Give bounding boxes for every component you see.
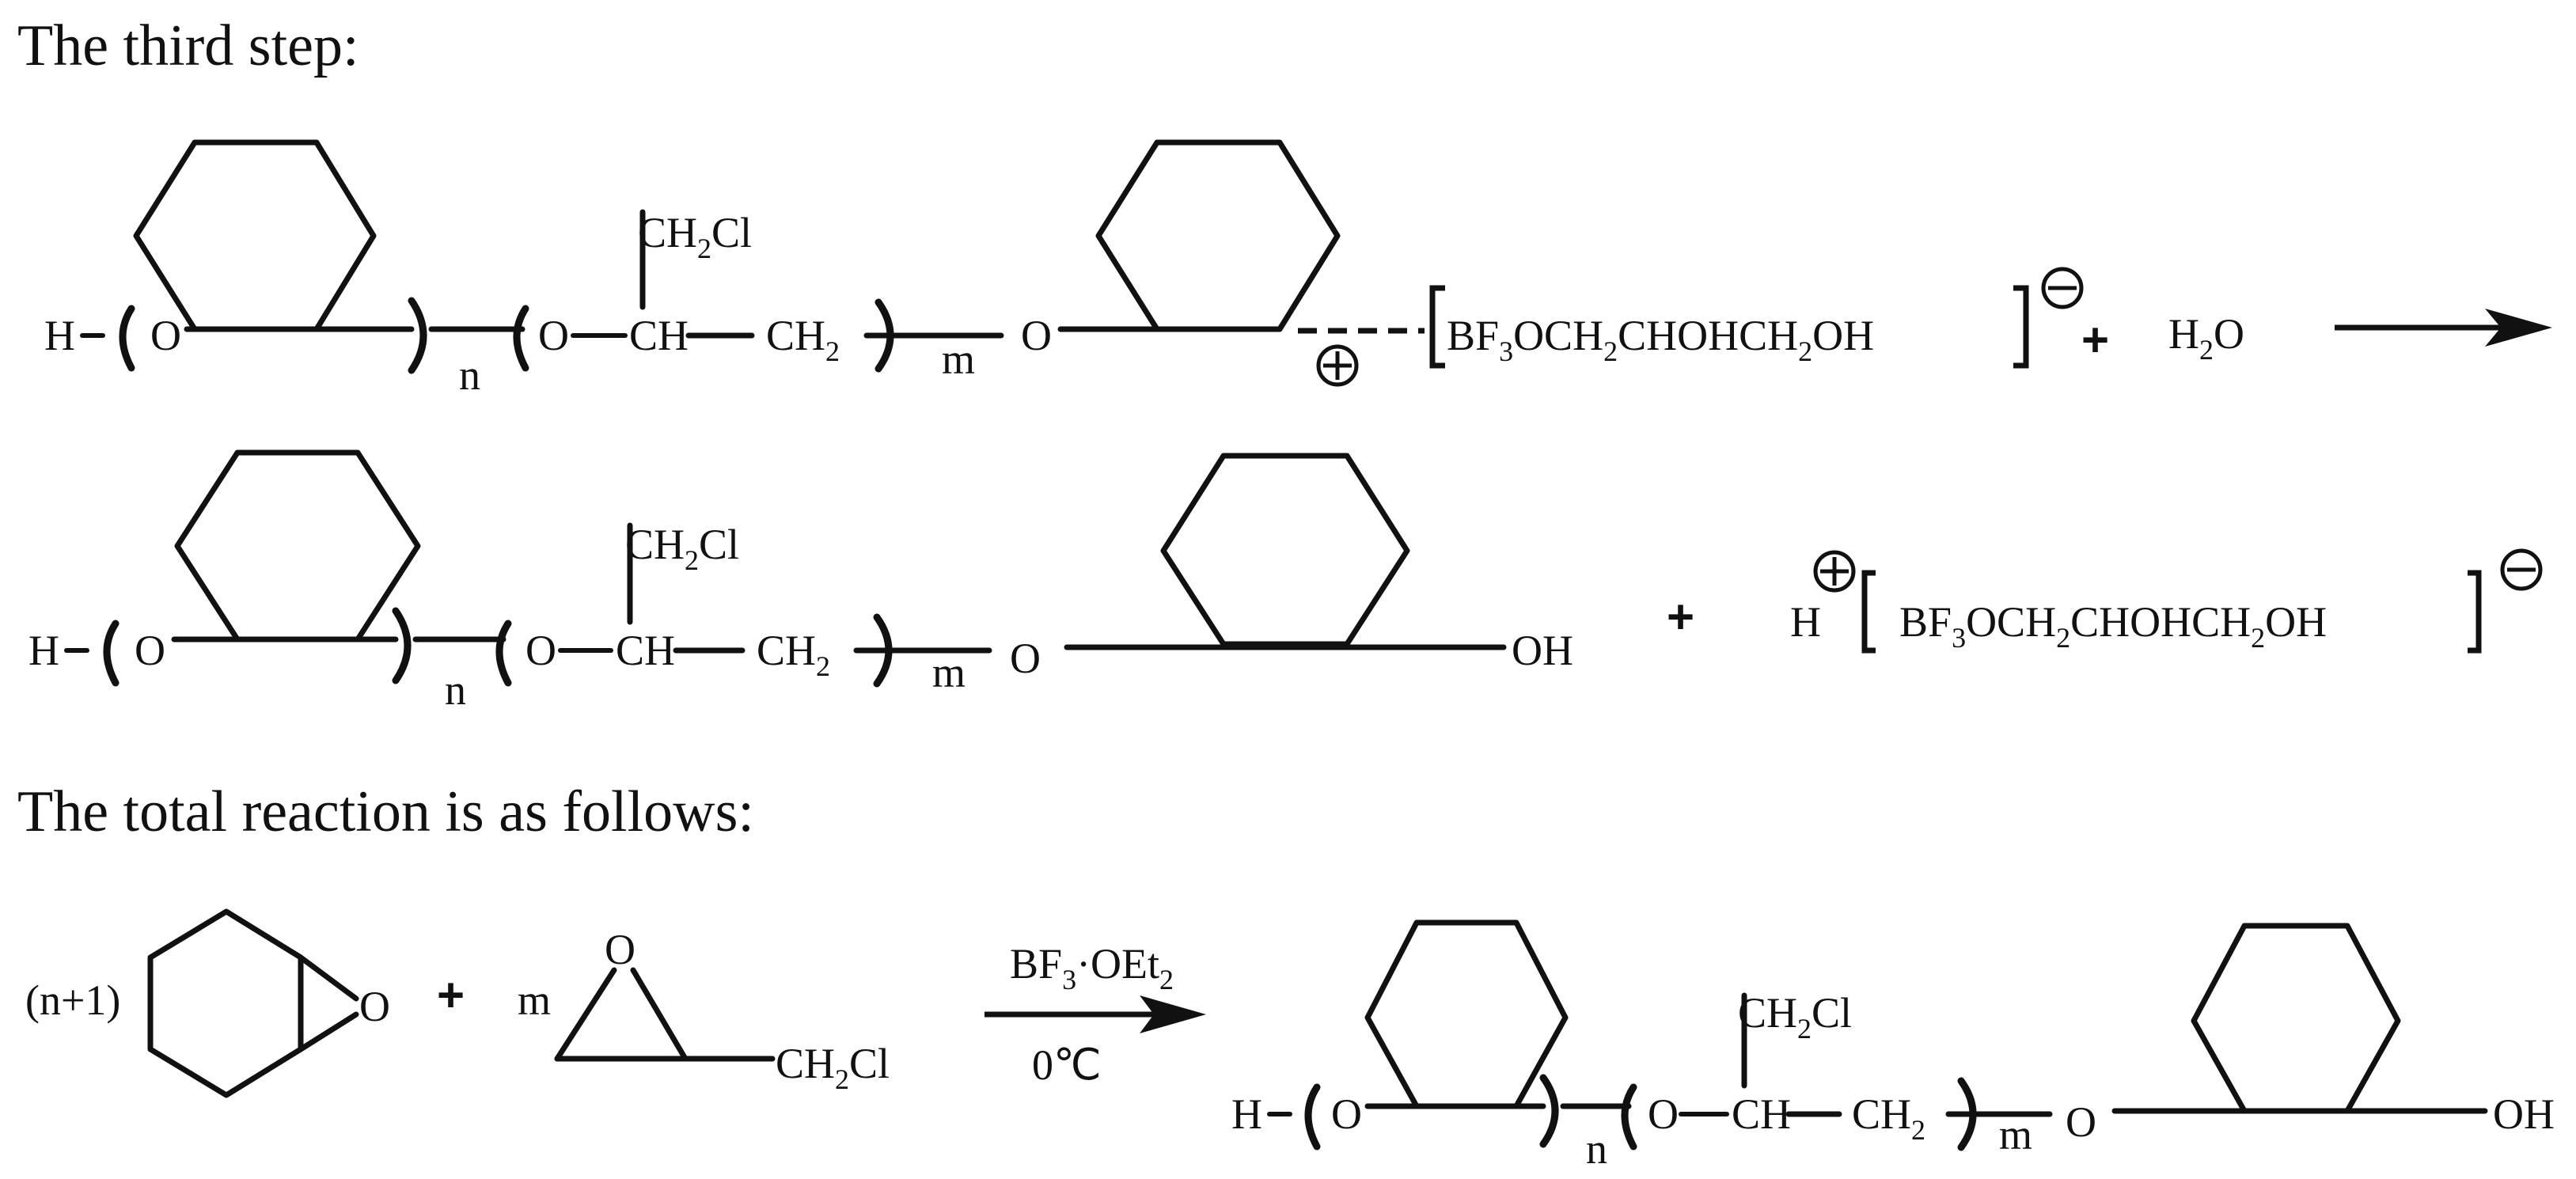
row3-coef1-label: (n+1) bbox=[25, 976, 120, 1024]
row3-temperature-label: 0℃ bbox=[1032, 1041, 1102, 1089]
row1-paren-open-n bbox=[119, 305, 135, 372]
row3-epoxide-bond-bottom bbox=[298, 1011, 359, 1052]
row1-paren-open-m bbox=[513, 305, 529, 372]
row1-ch2-label: CH2 bbox=[766, 312, 840, 367]
row2-oh-label: OH bbox=[1512, 627, 1573, 674]
row1-bf-anion-label: BF3OCH2CHOHCH2OH bbox=[1447, 312, 1874, 367]
row2-paren-open-m bbox=[495, 620, 512, 687]
row1-o1-label: O bbox=[150, 312, 181, 359]
row3-paren-open-m bbox=[1621, 1083, 1637, 1151]
row2-n-label: n bbox=[445, 666, 466, 714]
heading-total-reaction: The total reaction is as follows: bbox=[17, 779, 754, 844]
row2-cyclohexane-ring-1 bbox=[174, 449, 421, 643]
row1-bracket-right bbox=[2013, 285, 2029, 369]
row3-reaction-arrow: BF3·OEt2 0℃ bbox=[984, 940, 1206, 1089]
row2-positive-charge-icon bbox=[1813, 550, 1856, 593]
row1-paren-close-n bbox=[408, 297, 427, 374]
row1-bracket-left bbox=[1429, 285, 1445, 369]
row2-paren-close-n bbox=[392, 607, 412, 684]
row3-cyclohexane-ring-1 bbox=[1364, 919, 1569, 1109]
row2-bracket-left bbox=[1861, 570, 1876, 654]
row3-reactants: (n+1) O + m O CH2Cl bbox=[25, 908, 890, 1098]
row1-water-label: H2O bbox=[2168, 310, 2244, 366]
row1-reactant-polymer-cation: H O n O CH CH2Cl CH2 m O BF3OCH2CHOHCH2O… bbox=[44, 139, 2244, 399]
row1-cyclohexane-ring-2 bbox=[1095, 139, 1341, 332]
row3-plus-sign: + bbox=[437, 969, 465, 1022]
row1-ch-label: CH bbox=[629, 312, 689, 359]
row1-h-label: H bbox=[44, 312, 75, 359]
row3-ch2-label: CH2 bbox=[1852, 1090, 1925, 1146]
row3-n-label: n bbox=[1586, 1125, 1607, 1173]
row3-coef2-label: m bbox=[518, 976, 551, 1024]
row1-n-label: n bbox=[459, 351, 480, 399]
row2-bf-anion-label: BF3OCH2CHOHCH2OH bbox=[1899, 598, 2327, 654]
row2-cyclohexane-ring-2 bbox=[1160, 453, 1410, 647]
row1-positive-charge-icon bbox=[1316, 344, 1359, 387]
row3-o1-label: O bbox=[1331, 1090, 1362, 1138]
row3-epi-bond-right bbox=[630, 967, 689, 1062]
row1-o3-label: O bbox=[1021, 312, 1052, 359]
row3-epoxide-bond-top bbox=[298, 954, 359, 1002]
row2-ch2-label: CH2 bbox=[757, 627, 830, 682]
row2-paren-open-n bbox=[103, 620, 120, 687]
row2-h-label: H bbox=[28, 627, 59, 674]
row3-epi-bond-left bbox=[554, 967, 617, 1062]
row1-plus-sign: + bbox=[2081, 313, 2109, 366]
row3-h-label: H bbox=[1231, 1090, 1262, 1138]
row1-paren-close-m bbox=[874, 298, 894, 373]
row3-epi-ch2cl-label: CH2Cl bbox=[776, 1040, 890, 1095]
row3-epi-o-label: O bbox=[605, 926, 635, 973]
row2-products: H O n O CH CH2Cl CH2 m O OH + H BF3O bbox=[28, 449, 2543, 714]
row3-cyclohexene-oxide-ring bbox=[147, 908, 304, 1098]
row2-ch2cl-label: CH2Cl bbox=[625, 521, 739, 576]
row2-o3-label: O bbox=[1010, 635, 1041, 682]
row2-o1-label: O bbox=[135, 627, 165, 674]
row1-cyclohexane-ring-1 bbox=[133, 139, 377, 332]
row2-bracket-right bbox=[2468, 570, 2482, 654]
row2-plus-sign: + bbox=[1667, 590, 1694, 643]
row1-ch2cl-label: CH2Cl bbox=[638, 209, 752, 264]
row3-paren-open-n bbox=[1304, 1083, 1321, 1151]
row1-o2-label: O bbox=[538, 312, 569, 359]
row3-o2-label: O bbox=[1648, 1090, 1679, 1138]
row3-paren-close-n bbox=[1539, 1074, 1559, 1148]
row3-o3-label: O bbox=[2066, 1098, 2096, 1146]
row3-ch2cl-label: CH2Cl bbox=[1738, 989, 1852, 1044]
row2-m-label: m bbox=[932, 649, 966, 696]
row3-product-polymer: H O n O CH CH2Cl CH2 m O OH bbox=[1231, 919, 2555, 1173]
row2-negative-charge-icon bbox=[2500, 548, 2543, 591]
row1-negative-charge-icon bbox=[2041, 267, 2084, 309]
row3-epox-o-label: O bbox=[359, 983, 390, 1030]
row2-o2-label: O bbox=[525, 627, 556, 674]
row3-oh-label: OH bbox=[2493, 1090, 2555, 1138]
row1-reaction-arrow bbox=[2335, 309, 2552, 347]
heading-third-step: The third step: bbox=[17, 13, 359, 78]
row2-paren-close-m bbox=[873, 613, 893, 688]
row3-paren-close-m bbox=[1957, 1077, 1977, 1151]
row3-m-label: m bbox=[1999, 1111, 2032, 1158]
row3-cyclohexane-ring-2 bbox=[2191, 923, 2401, 1114]
row2-ch-label: CH bbox=[616, 627, 675, 674]
row2-proton-label: H bbox=[1790, 598, 1821, 646]
row3-catalyst-label: BF3·OEt2 bbox=[1010, 940, 1174, 995]
row3-ch-label: CH bbox=[1732, 1090, 1791, 1138]
row1-m-label: m bbox=[942, 336, 975, 383]
